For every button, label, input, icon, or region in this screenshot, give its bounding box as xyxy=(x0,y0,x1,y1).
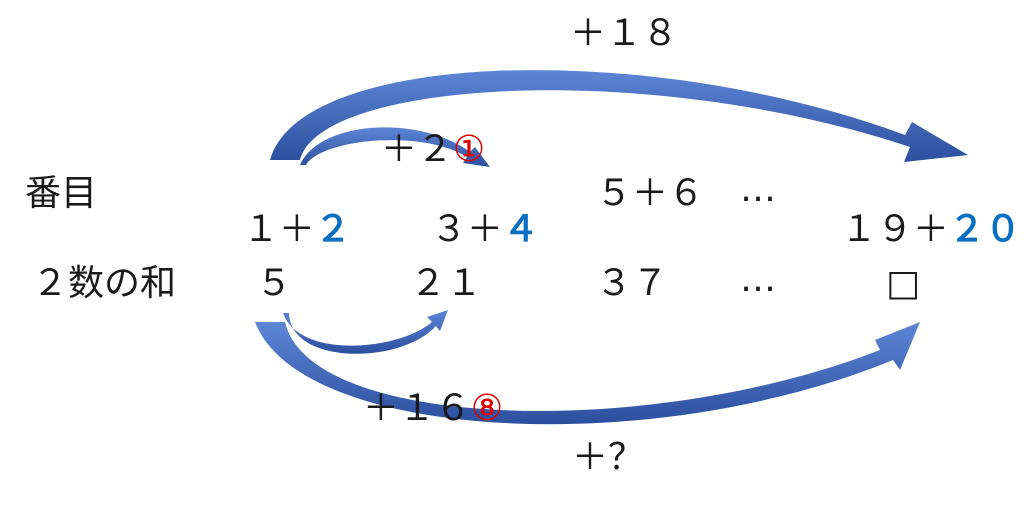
arrow-top-big xyxy=(270,70,968,162)
sum-3: ３７ xyxy=(596,263,669,304)
pair-2-plain: ３＋ xyxy=(430,209,503,250)
pair-2: ３＋４ xyxy=(408,176,539,248)
pair-2-highlight: ４ xyxy=(502,209,539,250)
annotation-top-small: ＋２① xyxy=(358,96,485,168)
circled-one-mark: ① xyxy=(452,129,486,170)
row1-ellipsis: … xyxy=(740,169,776,210)
pair-3: ５＋６ xyxy=(596,173,705,214)
arrow-top-small xyxy=(300,127,490,167)
pair-10: １９＋２０ xyxy=(818,176,1021,248)
pair-1: １＋２ xyxy=(220,176,351,248)
sum-2: ２１ xyxy=(410,263,483,304)
annotation-bottom-small: ＋１６⑧ xyxy=(340,355,503,427)
annotation-bottom-big: ＋？ xyxy=(572,437,645,478)
circled-eight-mark: ⑧ xyxy=(470,388,504,429)
annotation-bottom-small-text: ＋１６ xyxy=(362,388,471,429)
arrow-bottom-big xyxy=(255,322,920,425)
pair-1-plain: １＋ xyxy=(242,209,315,250)
annotation-top-small-text: ＋２ xyxy=(380,129,453,170)
row-label-sum: ２数の和 xyxy=(32,263,177,304)
unknown-box: □ xyxy=(886,263,921,304)
arrow-bottom-small xyxy=(283,310,448,354)
annotation-top-big: ＋１８ xyxy=(570,13,679,54)
sum-1: ５ xyxy=(256,263,293,304)
row-label-index: 番目 xyxy=(25,173,98,214)
pair-10-highlight: ２０ xyxy=(948,209,1021,250)
pair-10-plain: １９＋ xyxy=(840,209,949,250)
row2-ellipsis: … xyxy=(740,259,776,300)
pair-1-highlight: ２ xyxy=(314,209,351,250)
